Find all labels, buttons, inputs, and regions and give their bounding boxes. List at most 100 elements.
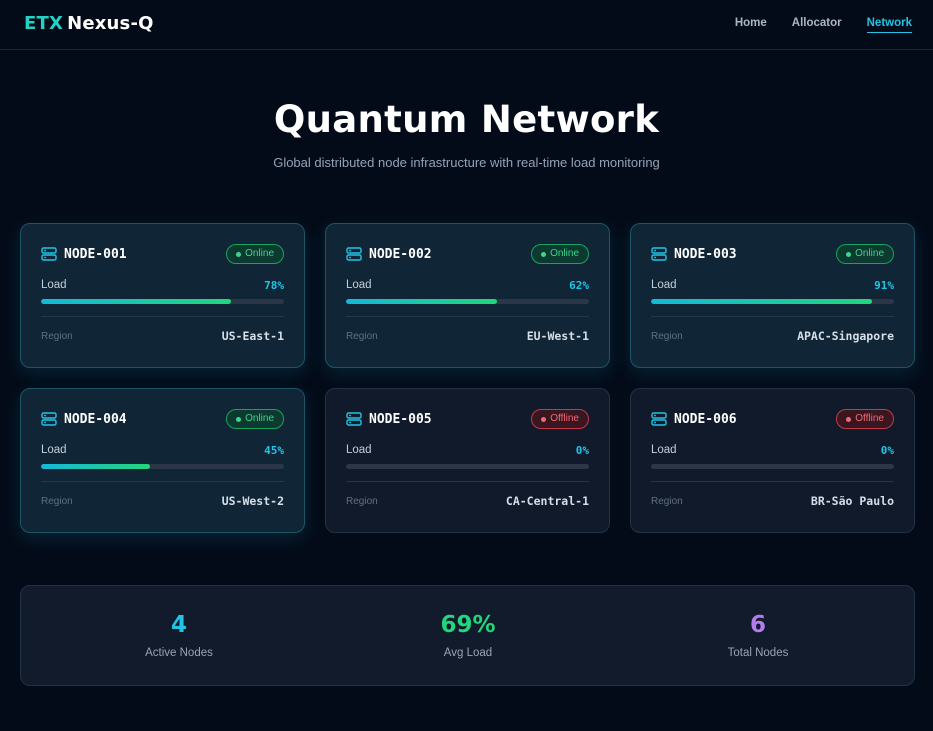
load-bar <box>41 464 284 469</box>
load-value: 0% <box>880 443 894 457</box>
load-label: Load <box>41 444 67 456</box>
load-row: Load 62% <box>346 277 589 293</box>
stat-avg-load: 69% Avg Load <box>368 610 568 659</box>
server-icon <box>651 412 667 426</box>
load-row: Load 0% <box>651 442 894 458</box>
node-card[interactable]: NODE-005 Offline Load 0% Region CA-Centr… <box>325 388 610 533</box>
divider <box>651 481 894 482</box>
stat-active-nodes: 4 Active Nodes <box>79 610 279 659</box>
status-badge: Online <box>836 244 894 264</box>
load-bar <box>41 299 284 304</box>
region-row: Region CA-Central-1 <box>346 493 589 509</box>
status-badge: Offline <box>531 409 589 429</box>
load-bar <box>346 464 589 469</box>
node-id: NODE-001 <box>64 246 127 262</box>
load-label: Load <box>41 279 67 291</box>
node-card[interactable]: NODE-002 Online Load 62% Region EU-West-… <box>325 223 610 368</box>
load-row: Load 91% <box>651 277 894 293</box>
node-id: NODE-005 <box>369 411 432 427</box>
node-grid: NODE-001 Online Load 78% Region US-East-… <box>20 223 915 533</box>
load-bar-fill <box>651 299 873 304</box>
load-value: 78% <box>264 278 284 292</box>
region-row: Region APAC-Singapore <box>651 328 894 344</box>
node-id: NODE-004 <box>64 411 127 427</box>
region-value: US-East-1 <box>221 329 284 343</box>
divider <box>41 316 284 317</box>
region-label: Region <box>41 330 73 342</box>
status-dot-icon <box>846 416 852 422</box>
status-dot-icon <box>541 416 547 422</box>
node-card[interactable]: NODE-006 Offline Load 0% Region BR-São P… <box>630 388 915 533</box>
main-nav: Home Allocator Network <box>735 17 912 33</box>
region-value: CA-Central-1 <box>505 494 589 508</box>
region-label: Region <box>346 330 378 342</box>
load-label: Load <box>346 444 372 456</box>
status-dot-icon <box>541 251 547 257</box>
node-id: NODE-002 <box>369 246 432 262</box>
nav-link-allocator[interactable]: Allocator <box>791 17 842 29</box>
region-row: Region US-West-2 <box>41 493 284 509</box>
status-badge: Online <box>531 244 589 264</box>
node-card[interactable]: NODE-004 Online Load 45% Region US-West-… <box>20 388 305 533</box>
divider <box>651 316 894 317</box>
node-card-header: NODE-005 <box>346 409 589 429</box>
server-icon <box>346 412 362 426</box>
status-badge: Offline <box>836 409 894 429</box>
stat-value: 4 <box>170 612 187 638</box>
status-dot-icon <box>236 251 242 257</box>
nav-link-home[interactable]: Home <box>734 17 767 29</box>
node-id: NODE-003 <box>674 246 737 262</box>
load-bar-fill <box>41 299 231 304</box>
page-title: Quantum Network <box>273 98 660 141</box>
node-card-header: NODE-003 <box>651 244 894 264</box>
load-label: Load <box>651 444 677 456</box>
status-label: Online <box>550 248 579 259</box>
status-dot-icon <box>846 251 852 257</box>
page-subtitle: Global distributed node infrastructure w… <box>273 155 660 170</box>
region-value: US-West-2 <box>221 494 284 508</box>
stat-value: 69% <box>440 612 496 638</box>
load-row: Load 78% <box>41 277 284 293</box>
stat-total-nodes: 6 Total Nodes <box>658 610 858 659</box>
stat-label: Active Nodes <box>145 647 213 659</box>
region-label: Region <box>346 495 378 507</box>
brand-name: Nexus-Q <box>67 13 154 34</box>
load-row: Load 45% <box>41 442 284 458</box>
network-stats-panel: 4 Active Nodes 69% Avg Load 6 Total Node… <box>20 585 915 686</box>
region-row: Region BR-São Paulo <box>651 493 894 509</box>
node-card-header: NODE-006 <box>651 409 894 429</box>
nav-link-network[interactable]: Network <box>866 17 912 33</box>
load-bar-fill <box>41 464 151 469</box>
region-row: Region EU-West-1 <box>346 328 589 344</box>
status-label: Online <box>855 248 884 259</box>
brand-prefix: ETX <box>24 13 64 34</box>
stat-label: Avg Load <box>443 647 493 659</box>
node-card[interactable]: NODE-003 Online Load 91% Region APAC-Sin… <box>630 223 915 368</box>
node-id: NODE-006 <box>674 411 737 427</box>
stat-value: 6 <box>749 612 766 638</box>
region-value: APAC-Singapore <box>797 329 894 343</box>
load-bar <box>346 299 589 304</box>
region-value: BR-São Paulo <box>810 494 894 508</box>
region-label: Region <box>651 330 683 342</box>
load-label: Load <box>346 279 372 291</box>
stat-label: Total Nodes <box>727 647 789 659</box>
region-label: Region <box>41 495 73 507</box>
region-row: Region US-East-1 <box>41 328 284 344</box>
load-row: Load 0% <box>346 442 589 458</box>
server-icon <box>651 247 667 261</box>
divider <box>41 481 284 482</box>
status-label: Offline <box>855 413 884 424</box>
load-value: 91% <box>874 278 894 292</box>
load-value: 0% <box>575 443 589 457</box>
server-icon <box>41 247 57 261</box>
load-value: 45% <box>264 443 284 457</box>
load-value: 62% <box>569 278 589 292</box>
region-value: EU-West-1 <box>526 329 589 343</box>
load-bar <box>651 464 894 469</box>
status-badge: Online <box>226 244 284 264</box>
node-card[interactable]: NODE-001 Online Load 78% Region US-East-… <box>20 223 305 368</box>
status-dot-icon <box>236 416 242 422</box>
